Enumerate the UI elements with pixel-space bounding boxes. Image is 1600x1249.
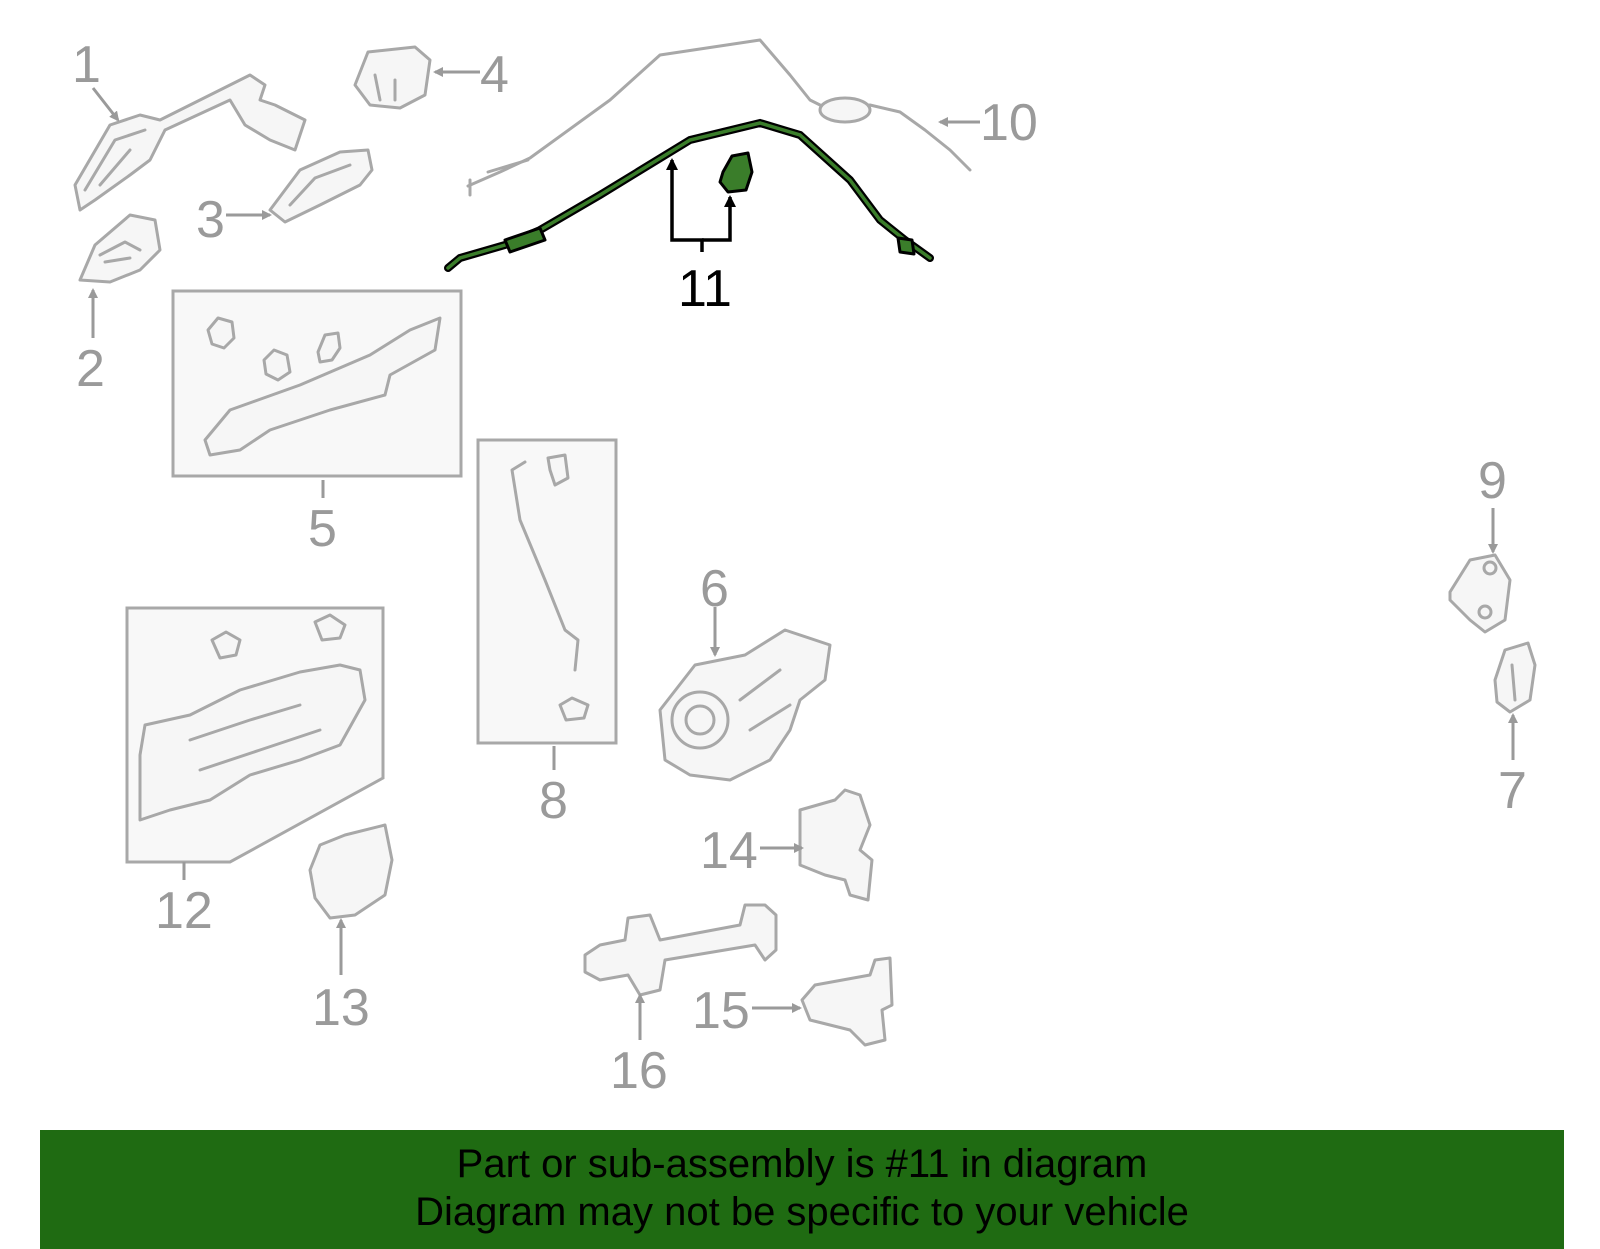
part-11-highlighted-cable: [444, 118, 934, 272]
part-3-pad: [268, 148, 374, 224]
leader-1: [91, 87, 120, 122]
callout-15: 15: [692, 982, 750, 1040]
callout-3: 3: [196, 191, 225, 249]
callout-5: 5: [308, 500, 337, 558]
info-banner: Part or sub-assembly is #11 in diagram D…: [40, 1130, 1564, 1249]
callout-8: 8: [539, 772, 568, 830]
part-5-frame-assembly: [171, 289, 463, 478]
part-16-door-check: [583, 903, 778, 997]
part-12-inner-handle-assembly: [125, 606, 385, 864]
callout-4: 4: [480, 46, 509, 104]
callout-6: 6: [700, 560, 729, 618]
callout-16: 16: [610, 1042, 668, 1100]
callout-numbers: 1 2 3 4 5 6 7 8 9 10 11 12 13 14 15 16: [72, 36, 1527, 1100]
leader-11a: [666, 158, 704, 252]
callout-7: 7: [1498, 762, 1527, 820]
leader-11b: [702, 195, 736, 242]
callout-9: 9: [1478, 452, 1507, 510]
callout-14: 14: [700, 822, 758, 880]
banner-line-2: Diagram may not be specific to your vehi…: [415, 1190, 1189, 1234]
part-15-bracket: [800, 956, 894, 1047]
part-4-cover: [353, 45, 432, 110]
callout-11: 11: [678, 260, 732, 318]
callout-1: 1: [72, 36, 101, 94]
callout-12: 12: [155, 882, 213, 940]
banner-line-1: Part or sub-assembly is #11 in diagram: [456, 1142, 1148, 1186]
part-14-bracket: [798, 788, 874, 902]
part-9-striker: [1448, 553, 1512, 634]
part-1-outer-handle: [73, 73, 307, 212]
part-13-bezel: [308, 823, 394, 920]
part-10-cable: [466, 38, 972, 197]
part-6-door-latch: [658, 628, 832, 782]
callout-13: 13: [312, 979, 370, 1037]
callout-2: 2: [76, 340, 105, 398]
part-8-rod-kit: [476, 438, 618, 745]
callout-10: 10: [980, 94, 1038, 152]
leader-lines: [88, 67, 1518, 1040]
part-7-striker-cover: [1493, 641, 1537, 714]
part-2-handle-cap: [78, 213, 162, 284]
